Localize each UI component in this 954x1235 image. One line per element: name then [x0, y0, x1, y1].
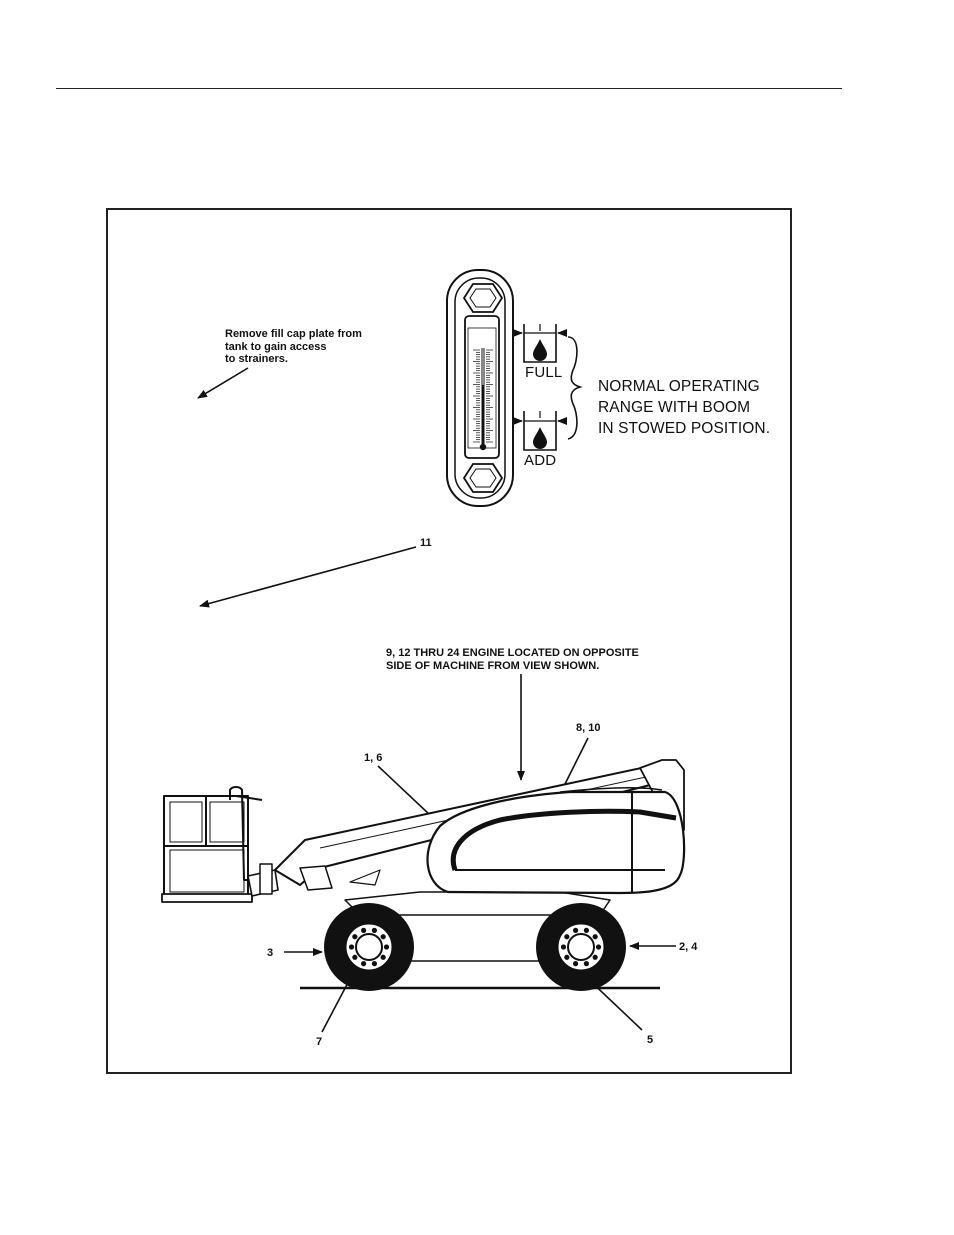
boom-lift-machine: [162, 760, 684, 991]
front-wheel: [536, 903, 626, 991]
callout-11: 11: [420, 537, 432, 550]
oil-drop-icon: [533, 339, 547, 361]
add-label: ADD: [524, 452, 556, 470]
full-level-marker: [513, 324, 567, 362]
callout-3: 3: [267, 947, 273, 960]
oil-drop-icon: [533, 427, 547, 449]
rear-wheel: [324, 903, 414, 991]
callout-2-4: 2, 4: [679, 941, 697, 954]
hex-plug-icon: [464, 284, 502, 312]
sight-gauge: [447, 270, 513, 506]
hex-plug-icon: [464, 464, 502, 492]
arrow-icon: [200, 547, 416, 606]
callout-1-6: 1, 6: [364, 752, 382, 765]
callout-8-10: 8, 10: [576, 722, 600, 735]
arrow-icon: [198, 368, 248, 398]
add-level-marker: [513, 411, 567, 450]
fill-cap-note: Remove fill cap plate from tank to gain …: [225, 328, 362, 366]
full-label: FULL: [525, 364, 562, 382]
callout-5: 5: [647, 1034, 653, 1047]
callout-7: 7: [316, 1036, 322, 1049]
curly-brace-icon: [568, 337, 580, 439]
operating-range-note: NORMAL OPERATING RANGE WITH BOOM IN STOW…: [598, 376, 770, 439]
engine-location-note: 9, 12 THRU 24 ENGINE LOCATED ON OPPOSITE…: [386, 647, 639, 672]
